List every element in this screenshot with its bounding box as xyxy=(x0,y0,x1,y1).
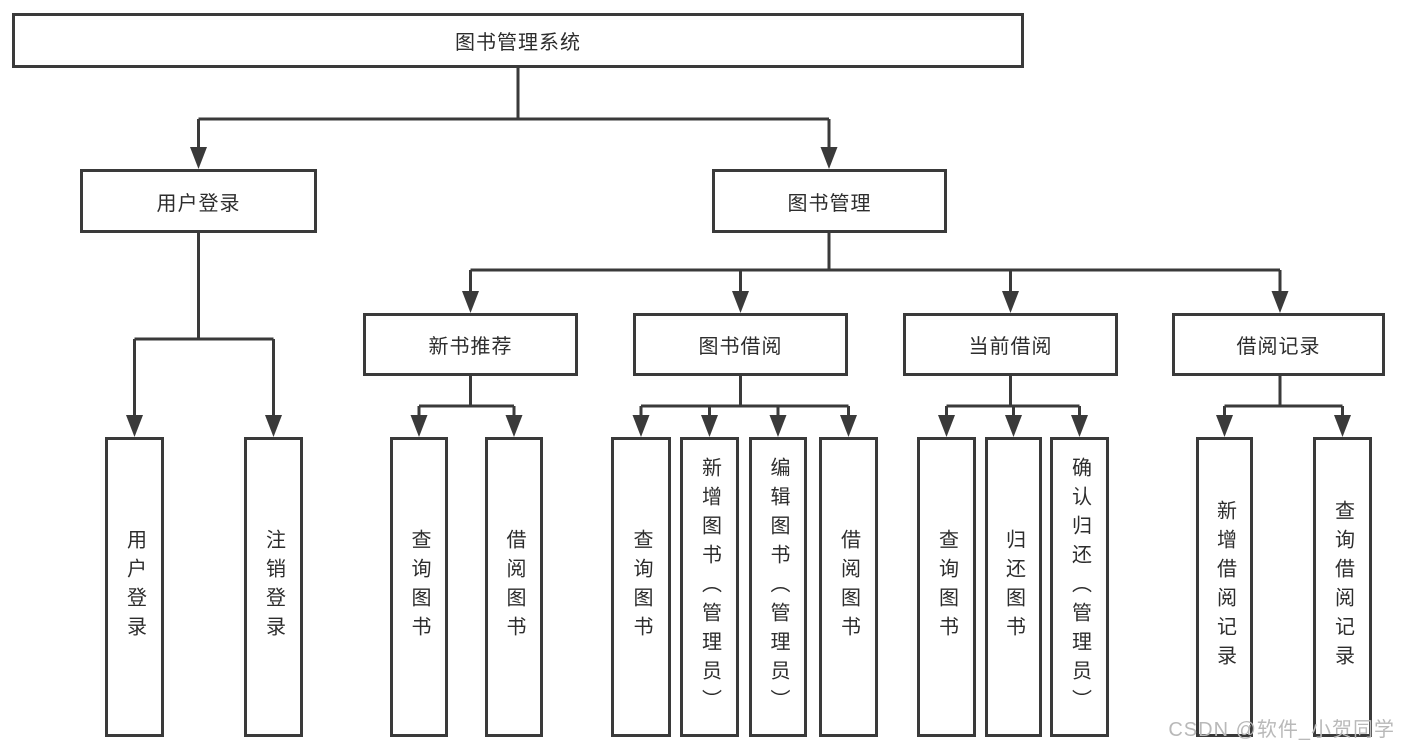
node-label: 新书推荐 xyxy=(428,336,513,358)
node-label: 查询图书 xyxy=(935,529,958,645)
arrow-down-icon xyxy=(190,147,207,169)
arrow-down-icon xyxy=(410,415,428,437)
arrow-down-icon xyxy=(632,415,650,437)
csdn-watermark: CSDN @软件_小贺同学 xyxy=(1168,719,1395,741)
node-label: 图书管理系统 xyxy=(455,32,581,54)
node-label: 确认归还（管理员） xyxy=(1068,456,1091,718)
leaf-logout: 注销登录 xyxy=(244,437,303,737)
node-label: 用户登录 xyxy=(123,529,146,645)
arrow-down-icon xyxy=(505,415,523,437)
arrow-down-icon xyxy=(1334,415,1351,437)
node-label: 图书管理 xyxy=(787,192,872,215)
arrow-down-icon xyxy=(1002,291,1019,313)
connector-new-book-branch xyxy=(417,376,516,417)
node-new-book-recommendation: 新书推荐 xyxy=(363,313,578,376)
arrow-down-icon xyxy=(126,415,143,437)
node-library-management-system: 图书管理系统 xyxy=(12,13,1024,68)
arrow-down-icon xyxy=(1271,291,1289,313)
connector-paths xyxy=(133,68,1344,417)
node-label: 借阅图书 xyxy=(503,529,525,645)
arrow-down-icon xyxy=(701,415,718,437)
connector-user-login-branch xyxy=(133,233,275,417)
arrow-down-icon xyxy=(840,415,857,437)
node-label: 注销登录 xyxy=(262,529,285,645)
arrow-down-icon xyxy=(769,415,787,437)
arrow-down-icon xyxy=(1071,415,1088,437)
node-current-borrowing: 当前借阅 xyxy=(903,313,1118,376)
node-label: 新增图书（管理员） xyxy=(698,456,721,718)
arrow-down-icon xyxy=(462,291,479,313)
leaf-query-books-current: 查询图书 xyxy=(917,437,976,737)
leaf-add-borrow-record: 新增借阅记录 xyxy=(1196,437,1253,737)
leaf-query-books-borrow: 查询图书 xyxy=(611,437,671,737)
node-label: 用户登录 xyxy=(156,192,241,215)
arrow-down-icon xyxy=(820,147,838,169)
connector-borrow-record-branch xyxy=(1223,376,1344,417)
node-label: 新增借阅记录 xyxy=(1213,500,1236,674)
arrow-down-icon xyxy=(1216,415,1233,437)
leaf-confirm-return-admin: 确认归还（管理员） xyxy=(1050,437,1109,737)
leaf-edit-book-admin: 编辑图书（管理员） xyxy=(749,437,807,737)
connector-book-borrow-branch xyxy=(639,376,850,417)
arrow-down-icon xyxy=(265,415,282,437)
arrow-down-icon xyxy=(938,415,955,437)
arrow-down-icon xyxy=(732,291,749,313)
leaf-borrow-books-recommend: 借阅图书 xyxy=(485,437,543,737)
leaf-query-books-recommend: 查询图书 xyxy=(390,437,448,737)
leaf-user-login: 用户登录 xyxy=(105,437,164,737)
node-label: 借阅图书 xyxy=(837,529,860,645)
leaf-return-book: 归还图书 xyxy=(985,437,1042,737)
node-label: 图书借阅 xyxy=(698,336,783,358)
node-book-management: 图书管理 xyxy=(712,169,947,233)
node-borrowing-records: 借阅记录 xyxy=(1172,313,1385,376)
connector-book-management-branch xyxy=(469,233,1282,293)
node-user-login: 用户登录 xyxy=(80,169,317,233)
connector-current-borrow-branch xyxy=(945,376,1081,417)
arrow-down-icon xyxy=(1005,415,1022,437)
node-label: 当前借阅 xyxy=(968,336,1053,358)
leaf-query-borrow-record: 查询借阅记录 xyxy=(1313,437,1372,737)
node-label: 查询图书 xyxy=(630,529,652,645)
leaf-borrow-books: 借阅图书 xyxy=(819,437,878,737)
node-label: 编辑图书（管理员） xyxy=(767,456,789,718)
node-label: 查询借阅记录 xyxy=(1331,500,1354,674)
leaf-add-book-admin: 新增图书（管理员） xyxy=(680,437,739,737)
connector-root-to-level2 xyxy=(197,68,831,149)
arrowheads xyxy=(126,147,1351,437)
node-label: 查询图书 xyxy=(408,529,430,645)
node-label: 借阅记录 xyxy=(1236,336,1321,358)
node-book-borrowing: 图书借阅 xyxy=(633,313,848,376)
node-label: 归还图书 xyxy=(1002,529,1025,645)
